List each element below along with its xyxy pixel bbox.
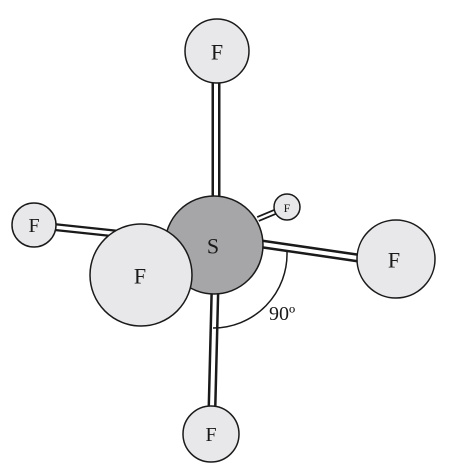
bond-right bbox=[261, 239, 359, 263]
atom-sphere bbox=[11, 202, 57, 248]
atom-sphere bbox=[356, 219, 436, 299]
atom-label: S bbox=[207, 234, 219, 259]
ligand-back-small: F bbox=[273, 193, 301, 221]
angle-arc bbox=[212, 251, 288, 329]
atom-sphere bbox=[273, 193, 301, 221]
bond-bottom bbox=[207, 287, 220, 409]
atom-label: F bbox=[388, 248, 400, 273]
ligand-top: F bbox=[184, 18, 250, 84]
ligand-right: F bbox=[356, 219, 436, 299]
bond-left-back bbox=[53, 223, 121, 238]
atom-label: F bbox=[28, 215, 39, 237]
atom-label: F bbox=[284, 201, 291, 215]
atom-label: F bbox=[134, 264, 146, 289]
atom-sphere bbox=[89, 223, 193, 327]
atom-sphere bbox=[184, 18, 250, 84]
ligand-left-back: F bbox=[11, 202, 57, 248]
atom-label: F bbox=[211, 40, 223, 65]
ligand-bottom: F bbox=[182, 405, 240, 463]
angle-label: 90º bbox=[269, 303, 295, 325]
atom-label: F bbox=[205, 424, 216, 446]
atom-sphere bbox=[182, 405, 240, 463]
ligand-front: F bbox=[89, 223, 193, 327]
